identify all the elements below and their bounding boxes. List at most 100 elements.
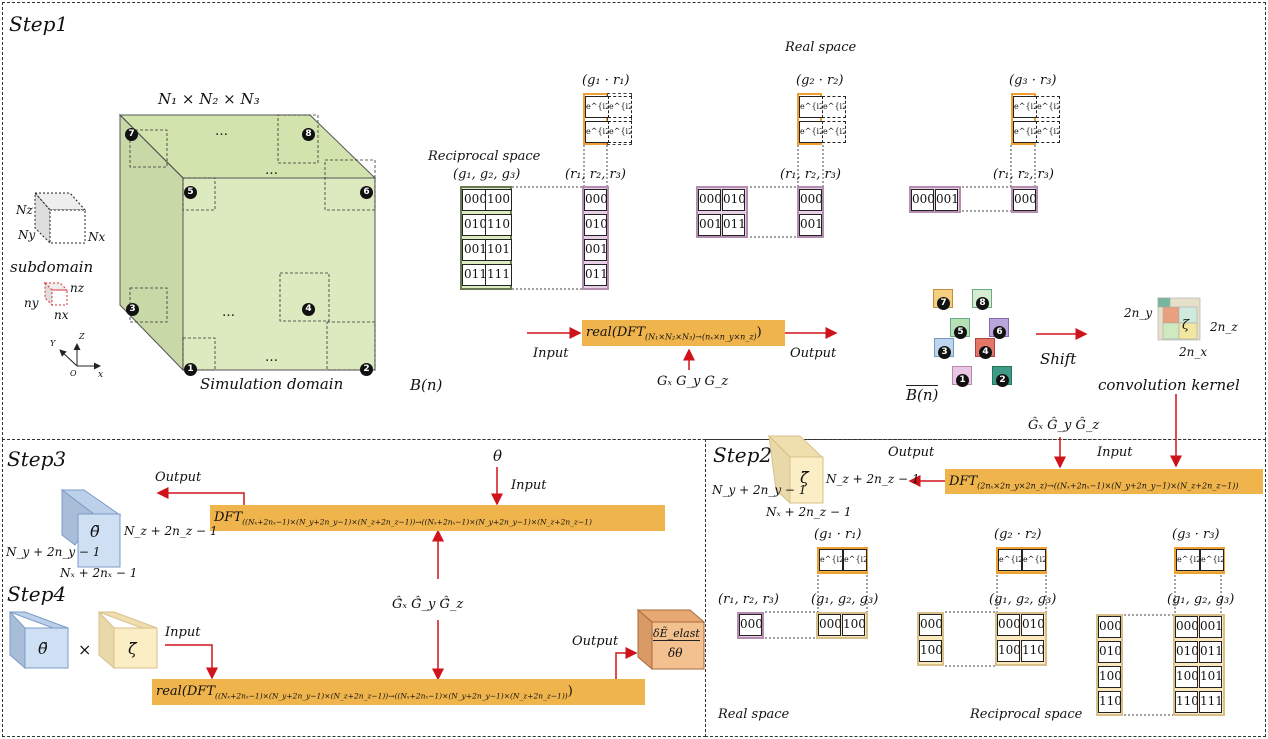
grid-cell: 000	[1175, 616, 1199, 638]
phase-cell: e^{i2π·1·0/2}	[1013, 121, 1037, 143]
step2-g-hat-vars: Ĝₓ Ĝ_y Ĝ_z	[1028, 418, 1100, 433]
grid-cell: 000	[462, 189, 489, 211]
step1-arrows	[527, 327, 1182, 487]
r-tuple-label-1: (r₁, r₂, r₃)	[565, 167, 626, 182]
dft-text: DFT	[949, 474, 978, 489]
kernel-symbol: ζ	[1182, 318, 1190, 333]
small-dim-x: nx	[54, 308, 69, 322]
grid-cell: 100	[1098, 666, 1122, 688]
grid-cell: 000	[698, 189, 722, 211]
grid-cell: 111	[485, 264, 512, 286]
grid-cell: 001	[935, 189, 959, 211]
step2-output-label: Output	[888, 445, 935, 460]
grid-cell: 101	[485, 239, 512, 261]
shift-cube-7: 7	[933, 289, 953, 310]
step2-phase-label-2: (g₂ · r₂)	[994, 527, 1042, 542]
step4-g-hathat-vars: Ĝ̂ₓ Ĝ̂_y Ĝ̂_z	[392, 597, 464, 612]
shift-cube-1: 1	[952, 366, 972, 387]
subdomain-cube	[33, 191, 87, 307]
subdomain-dim-x: Nx	[88, 230, 106, 244]
grid-cell: 001	[584, 239, 608, 261]
grid-cell: 110	[485, 214, 512, 236]
corner-2: 2	[360, 356, 373, 376]
phase-cell: e^{i2π·1·0/2}	[585, 121, 609, 143]
ellipsis: …	[222, 305, 235, 320]
grid-cell: 011	[584, 264, 608, 286]
bn-label: B(n)	[410, 376, 443, 394]
phase-cell: e^{i2π·0·0/2}	[819, 549, 843, 571]
step4-zeta-cube	[98, 610, 158, 670]
step4-dft-box: real(DFT((Nₓ+2nₓ−1)×(N_y+2n_y−1)×(N_z+2n…	[152, 679, 645, 705]
step3-input-label: Input	[511, 478, 547, 493]
corner-7: 7	[125, 121, 138, 141]
step3-dim-z: N_z + 2n_z − 1	[124, 524, 218, 538]
axis-x-label: x	[98, 370, 104, 380]
kernel-dim-y: 2n_y	[1124, 306, 1153, 320]
phase-label-3: (g₃ · r₃)	[1009, 73, 1057, 88]
r-tuple-label-2: (r₁, r₂, r₃)	[780, 167, 841, 182]
shift-cube-8: 8	[972, 289, 992, 310]
g-tuple-label: (g₁, g₂, g₃)	[453, 167, 521, 182]
axis-z-label: Z	[79, 332, 85, 341]
step2-phase-label-1: (g₁ · r₁)	[814, 527, 862, 542]
step1-title: Step1	[9, 12, 69, 36]
small-dim-z: nz	[70, 281, 85, 295]
grid-cell: 000	[1013, 189, 1037, 211]
step2-g-tuple-3: (g₁, g₂, g₃)	[1167, 592, 1235, 607]
subdomain-label: subdomain	[10, 258, 94, 276]
step3-output-label: Output	[155, 470, 202, 485]
phase-cell: e^{i2π·0·0/2}	[998, 549, 1022, 571]
step4-theta-symbol: θ̃	[38, 639, 48, 658]
domain-size-label: N₁ × N₂ × N₃	[158, 90, 260, 108]
phase-label-2: (g₂ · r₂)	[796, 73, 844, 88]
grid-cell: 010	[722, 189, 746, 211]
phase-cell: e^{i2π·1·1/2}	[1036, 121, 1060, 143]
grid-cell: 010	[1098, 641, 1122, 663]
corner-8: 8	[302, 121, 315, 141]
grid-cell: 110	[1098, 691, 1122, 713]
result-cube	[636, 608, 706, 671]
shift-cube-4: 4	[975, 338, 995, 359]
shift-cube-3: 3	[934, 338, 954, 359]
grid-cell: 100	[997, 640, 1021, 662]
corner-3: 3	[126, 296, 139, 316]
phase-cell: e^{i2π·1·0/2}	[843, 549, 867, 571]
bn-tilde-label: B(n)	[906, 385, 939, 404]
simulation-domain-cube	[118, 113, 377, 372]
grid-cell: 000	[1098, 616, 1122, 638]
phase-cell: e^{i2π·1·0/2}	[1022, 549, 1046, 571]
dft-text: real(DFT	[586, 325, 646, 340]
real-space-label: Real space	[785, 40, 857, 55]
axis-y-label: Y	[50, 339, 56, 348]
step2-g-tuple-2: (g₁, g₂, g₃)	[989, 592, 1057, 607]
grid-cell: 000	[911, 189, 935, 211]
step2-dim-y: N_y + 2n_y − 1	[712, 483, 807, 497]
simulation-domain-label: Simulation domain	[200, 375, 344, 393]
phase-frame-3	[1011, 93, 1036, 145]
dft-subscript: ((Nₓ+2nₓ−1)×(N_y+2n_y−1)×(N_z+2n_z−1))→(…	[242, 517, 592, 527]
corner-1: 1	[184, 356, 197, 376]
step2-real-space-label: Real space	[718, 707, 790, 722]
step3-dft-box: DFT((Nₓ+2nₓ−1)×(N_y+2n_y−1)×(N_z+2n_z−1)…	[210, 505, 665, 531]
grid-cell: 001	[799, 214, 823, 236]
kernel-dim-x: 2n_x	[1179, 345, 1208, 359]
step2-input-label: Input	[1097, 445, 1133, 460]
grid-cell: 110	[1021, 640, 1045, 662]
axis-origin-label: O	[70, 369, 77, 378]
grid-cell: 000	[997, 614, 1021, 636]
step2-phase-label-3: (g₃ · r₃)	[1172, 527, 1220, 542]
step2-dim-z: N_z + 2n_z − 1	[826, 472, 920, 486]
dft-text: real(DFT	[156, 684, 216, 699]
phase-cell: e^{i2π·0·0/2}	[1176, 549, 1200, 571]
subdomain-dim-y: Ny	[18, 228, 36, 242]
grid-cell: 010	[462, 214, 489, 236]
kernel-cube	[1157, 297, 1201, 341]
step3-dim-x: Nₓ + 2nₓ − 1	[60, 566, 138, 580]
dft-close: )	[567, 684, 573, 699]
phase-cell: e^{i2π·1·1/2}	[608, 121, 632, 143]
step2-g-tuple-1: (g₁, g₂, g₃)	[811, 592, 879, 607]
phase-cell: e^{i2π·0·0/2}	[799, 96, 823, 118]
grid-cell: 010	[1021, 614, 1045, 636]
phase-cell: e^{i2π·0·0/2}	[585, 96, 609, 118]
